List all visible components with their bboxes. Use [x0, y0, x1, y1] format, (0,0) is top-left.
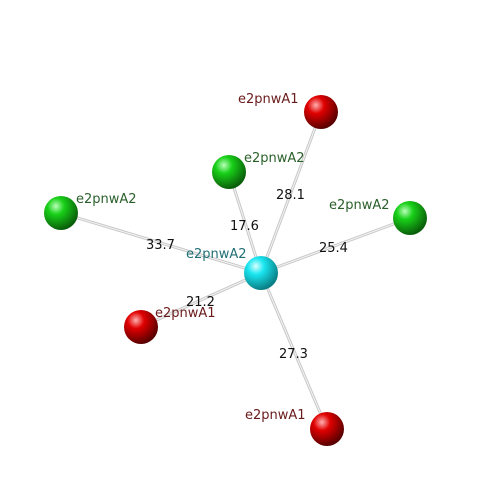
node-label-5: e2pnwA1 — [245, 408, 306, 423]
edge-distance-label-2: 33.7 — [146, 238, 175, 253]
node-green-3 — [393, 201, 427, 235]
node-label-0: e2pnwA1 — [238, 92, 299, 107]
edge-highlight-4 — [140, 272, 262, 328]
node-label-4: e2pnwA1 — [155, 306, 216, 321]
node-green-2 — [44, 196, 78, 230]
edge-distance-label-0: 28.1 — [276, 188, 305, 203]
node-label-center: e2pnwA2 — [186, 247, 247, 262]
node-label-2: e2pnwA2 — [76, 192, 137, 207]
edge-highlight-0 — [260, 111, 322, 274]
node-label-1: e2pnwA2 — [244, 151, 305, 166]
edge-highlight-1 — [228, 171, 262, 274]
node-labels-layer: e2pnwA1 e2pnwA2 e2pnwA2 e2pnwA2 e2pnwA1 e2pnw… — [76, 92, 390, 423]
edge-distance-label-3: 25.4 — [319, 241, 348, 256]
edge-labels-layer: 28.1 17.6 33.7 25.4 21.2 27.3 — [146, 188, 348, 362]
edge-highlight-5 — [260, 272, 328, 430]
node-center — [244, 256, 278, 290]
edge-distance-label-5: 27.3 — [279, 347, 308, 362]
node-red-0 — [304, 95, 338, 129]
edges-layer — [60, 111, 411, 430]
node-red-5 — [310, 412, 344, 446]
edge-distance-label-1: 17.6 — [230, 219, 259, 234]
node-red-4 — [124, 310, 158, 344]
nodes-layer — [44, 95, 427, 446]
edge-highlight-2 — [60, 212, 262, 274]
node-label-3: e2pnwA2 — [329, 198, 390, 213]
edge-highlight-3 — [260, 217, 411, 274]
node-green-1 — [212, 155, 246, 189]
edge-distance-label-4: 21.2 — [186, 295, 215, 310]
